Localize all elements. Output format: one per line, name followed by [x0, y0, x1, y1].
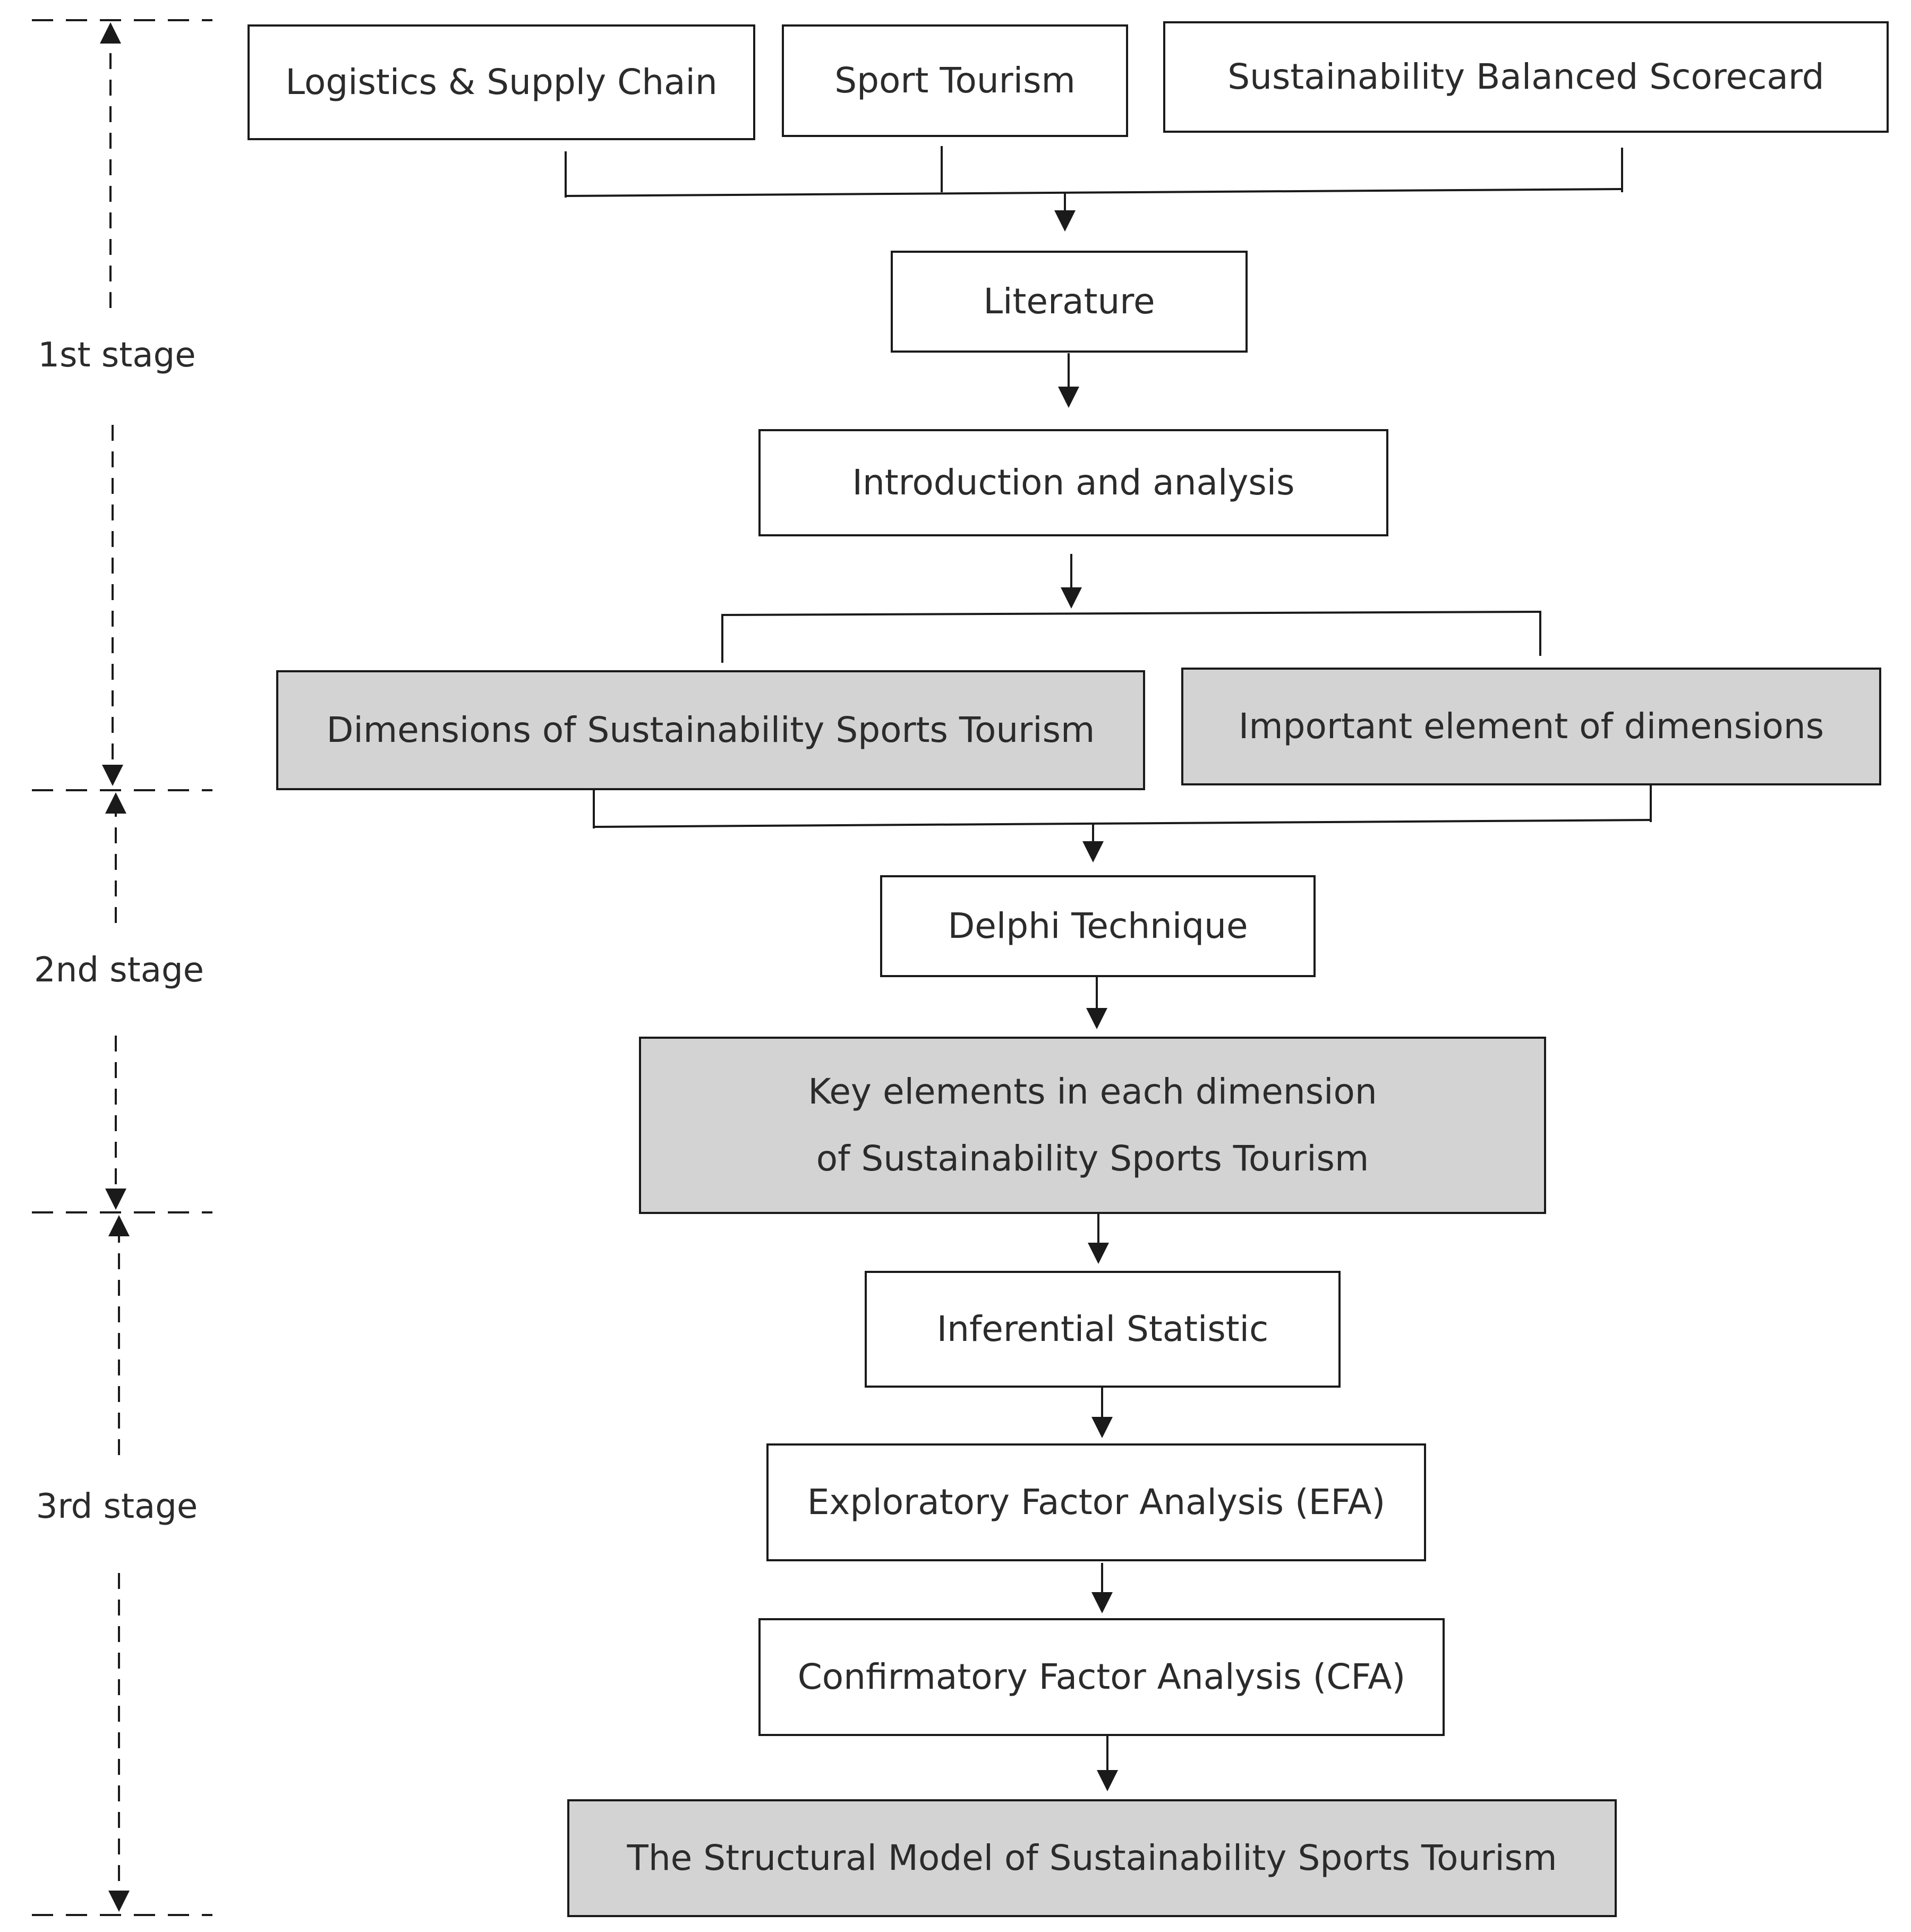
stage-label-second: 2nd stage [34, 951, 204, 990]
node-logistics-supply-chain: Logistics & Supply Chain [248, 24, 755, 140]
node-label: Logistics & Supply Chain [285, 62, 718, 103]
node-label: Exploratory Factor Analysis (EFA) [807, 1482, 1386, 1523]
stage-label-first: 1st stage [38, 336, 196, 375]
node-label-line-2: of Sustainability Sports Tourism [816, 1138, 1369, 1179]
node-structural-model: The Structural Model of Sustainability S… [567, 1799, 1617, 1917]
node-label: Confirmatory Factor Analysis (CFA) [797, 1656, 1406, 1698]
node-literature: Literature [891, 251, 1248, 353]
node-confirmatory-factor-analysis: Confirmatory Factor Analysis (CFA) [758, 1618, 1445, 1736]
node-label-stack: Key elements in each dimension of Sustai… [808, 1066, 1377, 1184]
node-key-elements-each-dimension: Key elements in each dimension of Sustai… [639, 1037, 1546, 1214]
node-label: Literature [983, 281, 1155, 322]
stage-label-third: 3rd stage [36, 1487, 198, 1526]
node-inferential-statistic: Inferential Statistic [865, 1271, 1341, 1388]
node-label: Important element of dimensions [1238, 706, 1824, 747]
node-important-element-of-dimensions: Important element of dimensions [1181, 668, 1881, 785]
node-dimensions-sustainability-sports-tourism: Dimensions of Sustainability Sports Tour… [276, 670, 1145, 790]
node-sport-tourism: Sport Tourism [782, 24, 1128, 137]
stage-dividers [32, 19, 212, 1916]
stage-span-arrows [100, 22, 130, 1912]
node-introduction-and-analysis: Introduction and analysis [758, 429, 1388, 536]
node-label: Delphi Technique [948, 905, 1248, 947]
node-label: Dimensions of Sustainability Sports Tour… [326, 709, 1095, 751]
node-label-line-1: Key elements in each dimension [808, 1071, 1377, 1113]
node-exploratory-factor-analysis: Exploratory Factor Analysis (EFA) [766, 1443, 1426, 1561]
node-label: Introduction and analysis [852, 462, 1295, 503]
node-label: Inferential Statistic [936, 1309, 1269, 1350]
top-merge-bracket [565, 146, 1623, 198]
node-label: The Structural Model of Sustainability S… [627, 1837, 1557, 1879]
node-sustainability-balanced-scorecard: Sustainability Balanced Scorecard [1163, 21, 1889, 133]
node-label: Sustainability Balanced Scorecard [1227, 56, 1824, 98]
split-bracket [721, 611, 1541, 663]
node-delphi-technique: Delphi Technique [880, 875, 1316, 977]
node-label: Sport Tourism [834, 60, 1076, 101]
